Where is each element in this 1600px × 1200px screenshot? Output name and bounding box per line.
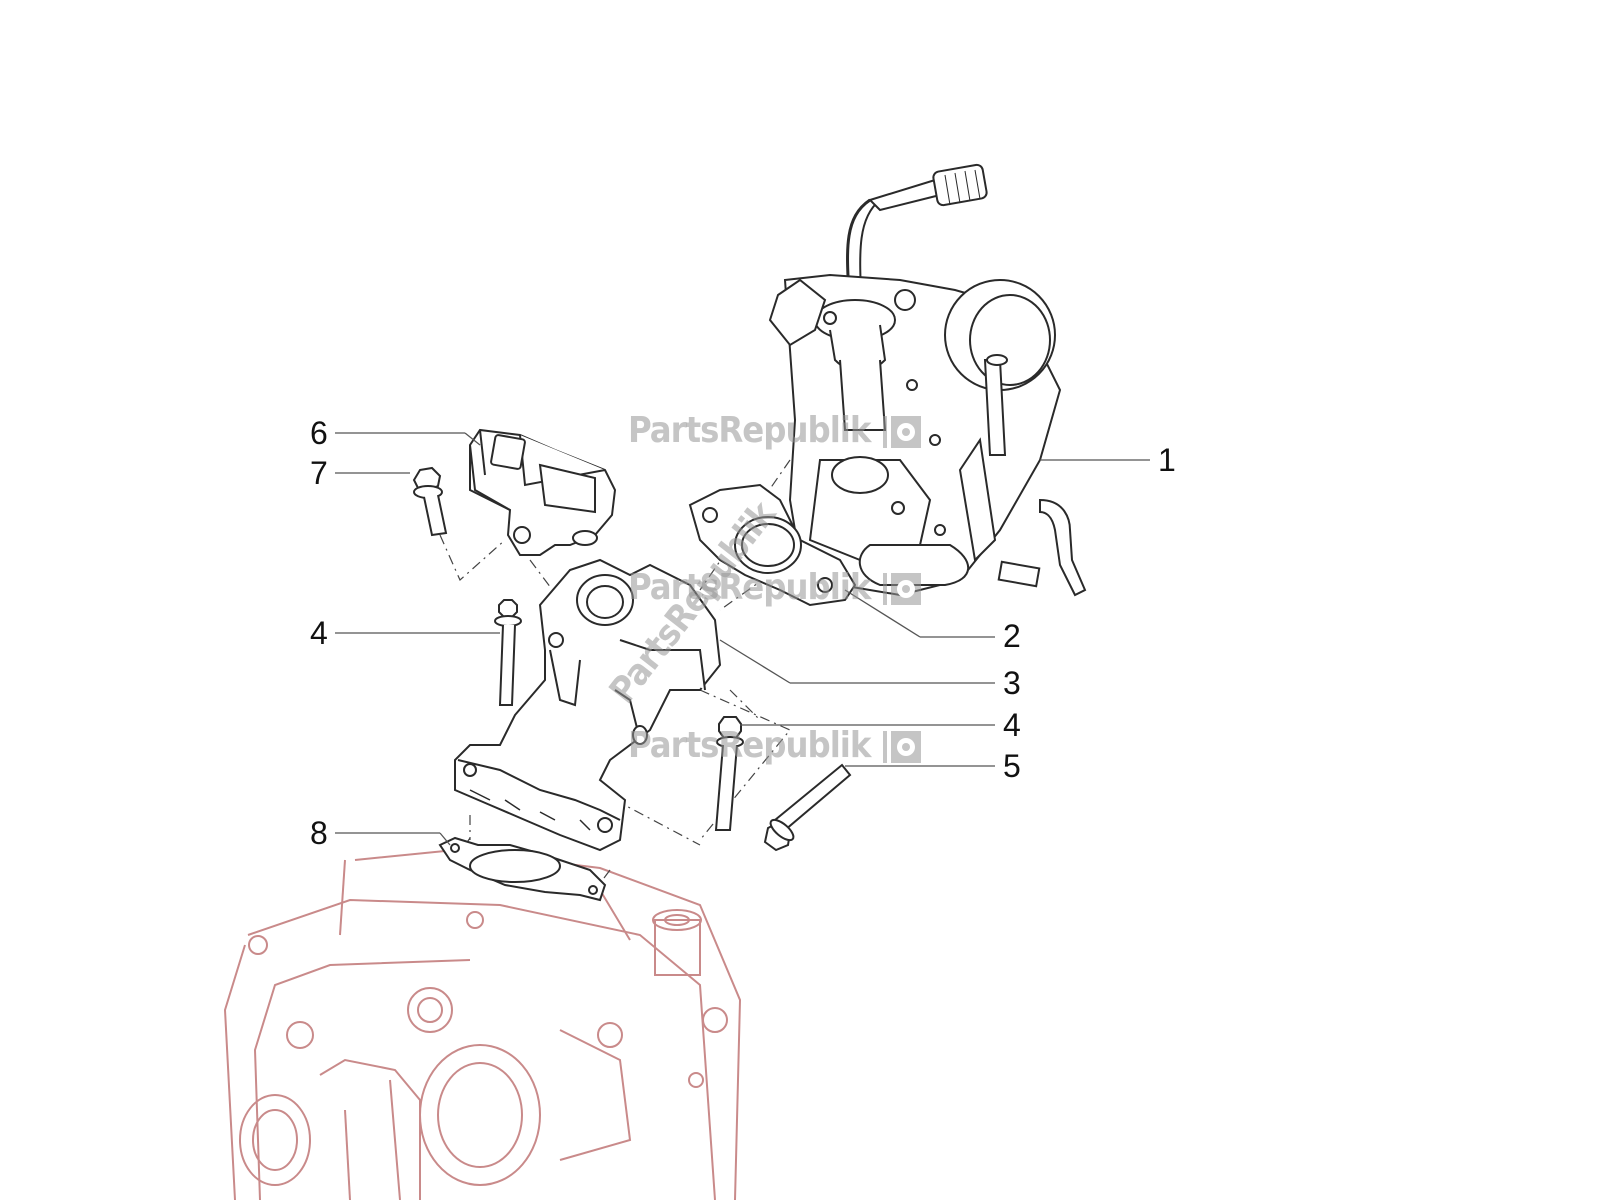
map-sensor bbox=[469, 428, 617, 556]
callout-4-right: 4 bbox=[1003, 707, 1021, 743]
callout-8: 8 bbox=[310, 815, 328, 851]
watermark-bottom: PartsRepublik bbox=[628, 725, 925, 767]
watermark-text: PartsRepublik bbox=[628, 567, 871, 608]
leader-lines bbox=[335, 432, 1150, 846]
watermark-top: PartsRepublik bbox=[628, 410, 925, 452]
callout-6: 6 bbox=[310, 415, 328, 451]
watermark-middle: PartsRepublik bbox=[628, 567, 925, 609]
bolt-4-right bbox=[714, 716, 744, 831]
callout-3: 3 bbox=[1003, 665, 1021, 701]
gear-icon bbox=[882, 731, 921, 763]
bolt-4-left bbox=[494, 599, 522, 706]
callout-7: 7 bbox=[310, 455, 328, 491]
callout-2: 2 bbox=[1003, 618, 1021, 654]
callout-4-left: 4 bbox=[310, 615, 328, 651]
gear-icon bbox=[882, 573, 921, 605]
callout-1: 1 bbox=[1158, 442, 1176, 478]
manifold-gasket bbox=[438, 836, 607, 902]
throttle-body bbox=[768, 163, 1087, 597]
watermark-text: PartsRepublik bbox=[628, 725, 871, 766]
gear-icon bbox=[882, 416, 921, 448]
callout-5: 5 bbox=[1003, 748, 1021, 784]
bolt-7 bbox=[412, 466, 448, 537]
cylinder-head-ghost bbox=[223, 848, 742, 1200]
watermark-text: PartsRepublik bbox=[628, 410, 871, 451]
intake-manifold bbox=[454, 558, 722, 852]
bolt-5 bbox=[763, 763, 852, 852]
